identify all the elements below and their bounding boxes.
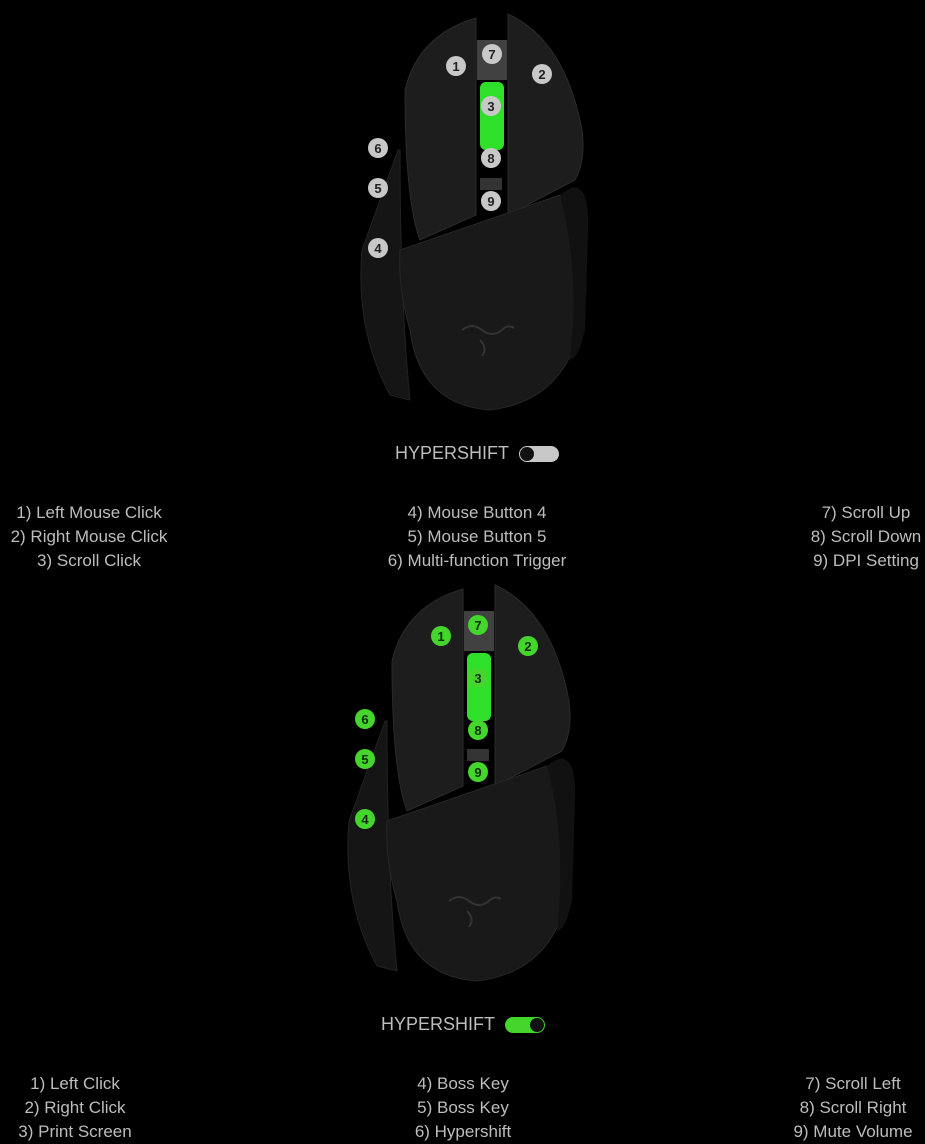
badge-1: 1 — [446, 56, 466, 76]
legend-item: 7) Scroll Left — [805, 1074, 901, 1093]
legend-item: 8) Scroll Right — [799, 1098, 907, 1117]
badge-9: 9 — [468, 762, 488, 782]
legend-item: 4) Boss Key — [417, 1074, 509, 1093]
legend-column-2: 4) Boss Key 5) Boss Key 6) Hypershift — [415, 1072, 511, 1144]
hypershift-label: HYPERSHIFT — [380, 1014, 496, 1034]
legend-item: 5) Mouse Button 5 — [407, 527, 547, 546]
legend-item: 3) Scroll Click — [37, 551, 141, 570]
legend-item: 7) Scroll Up — [821, 503, 911, 522]
hypershift-label: HYPERSHIFT — [394, 443, 510, 463]
legend-column-3: 7) Scroll Up 8) Scroll Down 9) DPI Setti… — [811, 501, 922, 573]
badge-8: 8 — [481, 148, 501, 168]
legend-column-2: 4) Mouse Button 4 5) Mouse Button 5 6) M… — [388, 501, 567, 573]
legend-column-1: 1) Left Click 2) Right Click 3) Print Sc… — [18, 1072, 131, 1144]
badge-9: 9 — [481, 191, 501, 211]
legend-item: 9) DPI Setting — [813, 551, 919, 570]
legend-item: 8) Scroll Down — [810, 527, 922, 546]
badge-2: 2 — [532, 64, 552, 84]
hypershift-toggle-off[interactable] — [519, 445, 560, 462]
mouse-image-hypershift — [346, 584, 577, 982]
badge-7: 7 — [468, 615, 488, 635]
hypershift-toggle-row-active: HYPERSHIFT — [380, 1014, 546, 1035]
legend-column-1: 1) Left Mouse Click 2) Right Mouse Click… — [11, 501, 168, 573]
badge-5: 5 — [368, 178, 388, 198]
badge-3: 3 — [481, 96, 501, 116]
legend-item: 5) Boss Key — [417, 1098, 509, 1117]
badge-4: 4 — [355, 809, 375, 829]
legend-item: 4) Mouse Button 4 — [407, 503, 547, 522]
hypershift-toggle-row-default: HYPERSHIFT — [394, 443, 560, 464]
badge-6: 6 — [355, 709, 375, 729]
legend-item: 6) Multi-function Trigger — [387, 551, 567, 570]
hypershift-toggle-on[interactable] — [505, 1016, 546, 1033]
legend-item: 9) Mute Volume — [793, 1122, 913, 1141]
legend-item: 2) Right Click — [24, 1098, 126, 1117]
legend-item: 1) Left Mouse Click — [16, 503, 162, 522]
badge-6: 6 — [368, 138, 388, 158]
legend-item: 6) Hypershift — [414, 1122, 512, 1141]
legend-column-3: 7) Scroll Left 8) Scroll Right 9) Mute V… — [793, 1072, 912, 1144]
badge-1: 1 — [431, 626, 451, 646]
badge-4: 4 — [368, 238, 388, 258]
badge-7: 7 — [482, 44, 502, 64]
badge-8: 8 — [468, 720, 488, 740]
badge-5: 5 — [355, 749, 375, 769]
legend-item: 1) Left Click — [30, 1074, 120, 1093]
badge-3: 3 — [468, 668, 488, 688]
legend-item: 2) Right Mouse Click — [10, 527, 168, 546]
badge-2: 2 — [518, 636, 538, 656]
legend-item: 3) Print Screen — [18, 1122, 132, 1141]
